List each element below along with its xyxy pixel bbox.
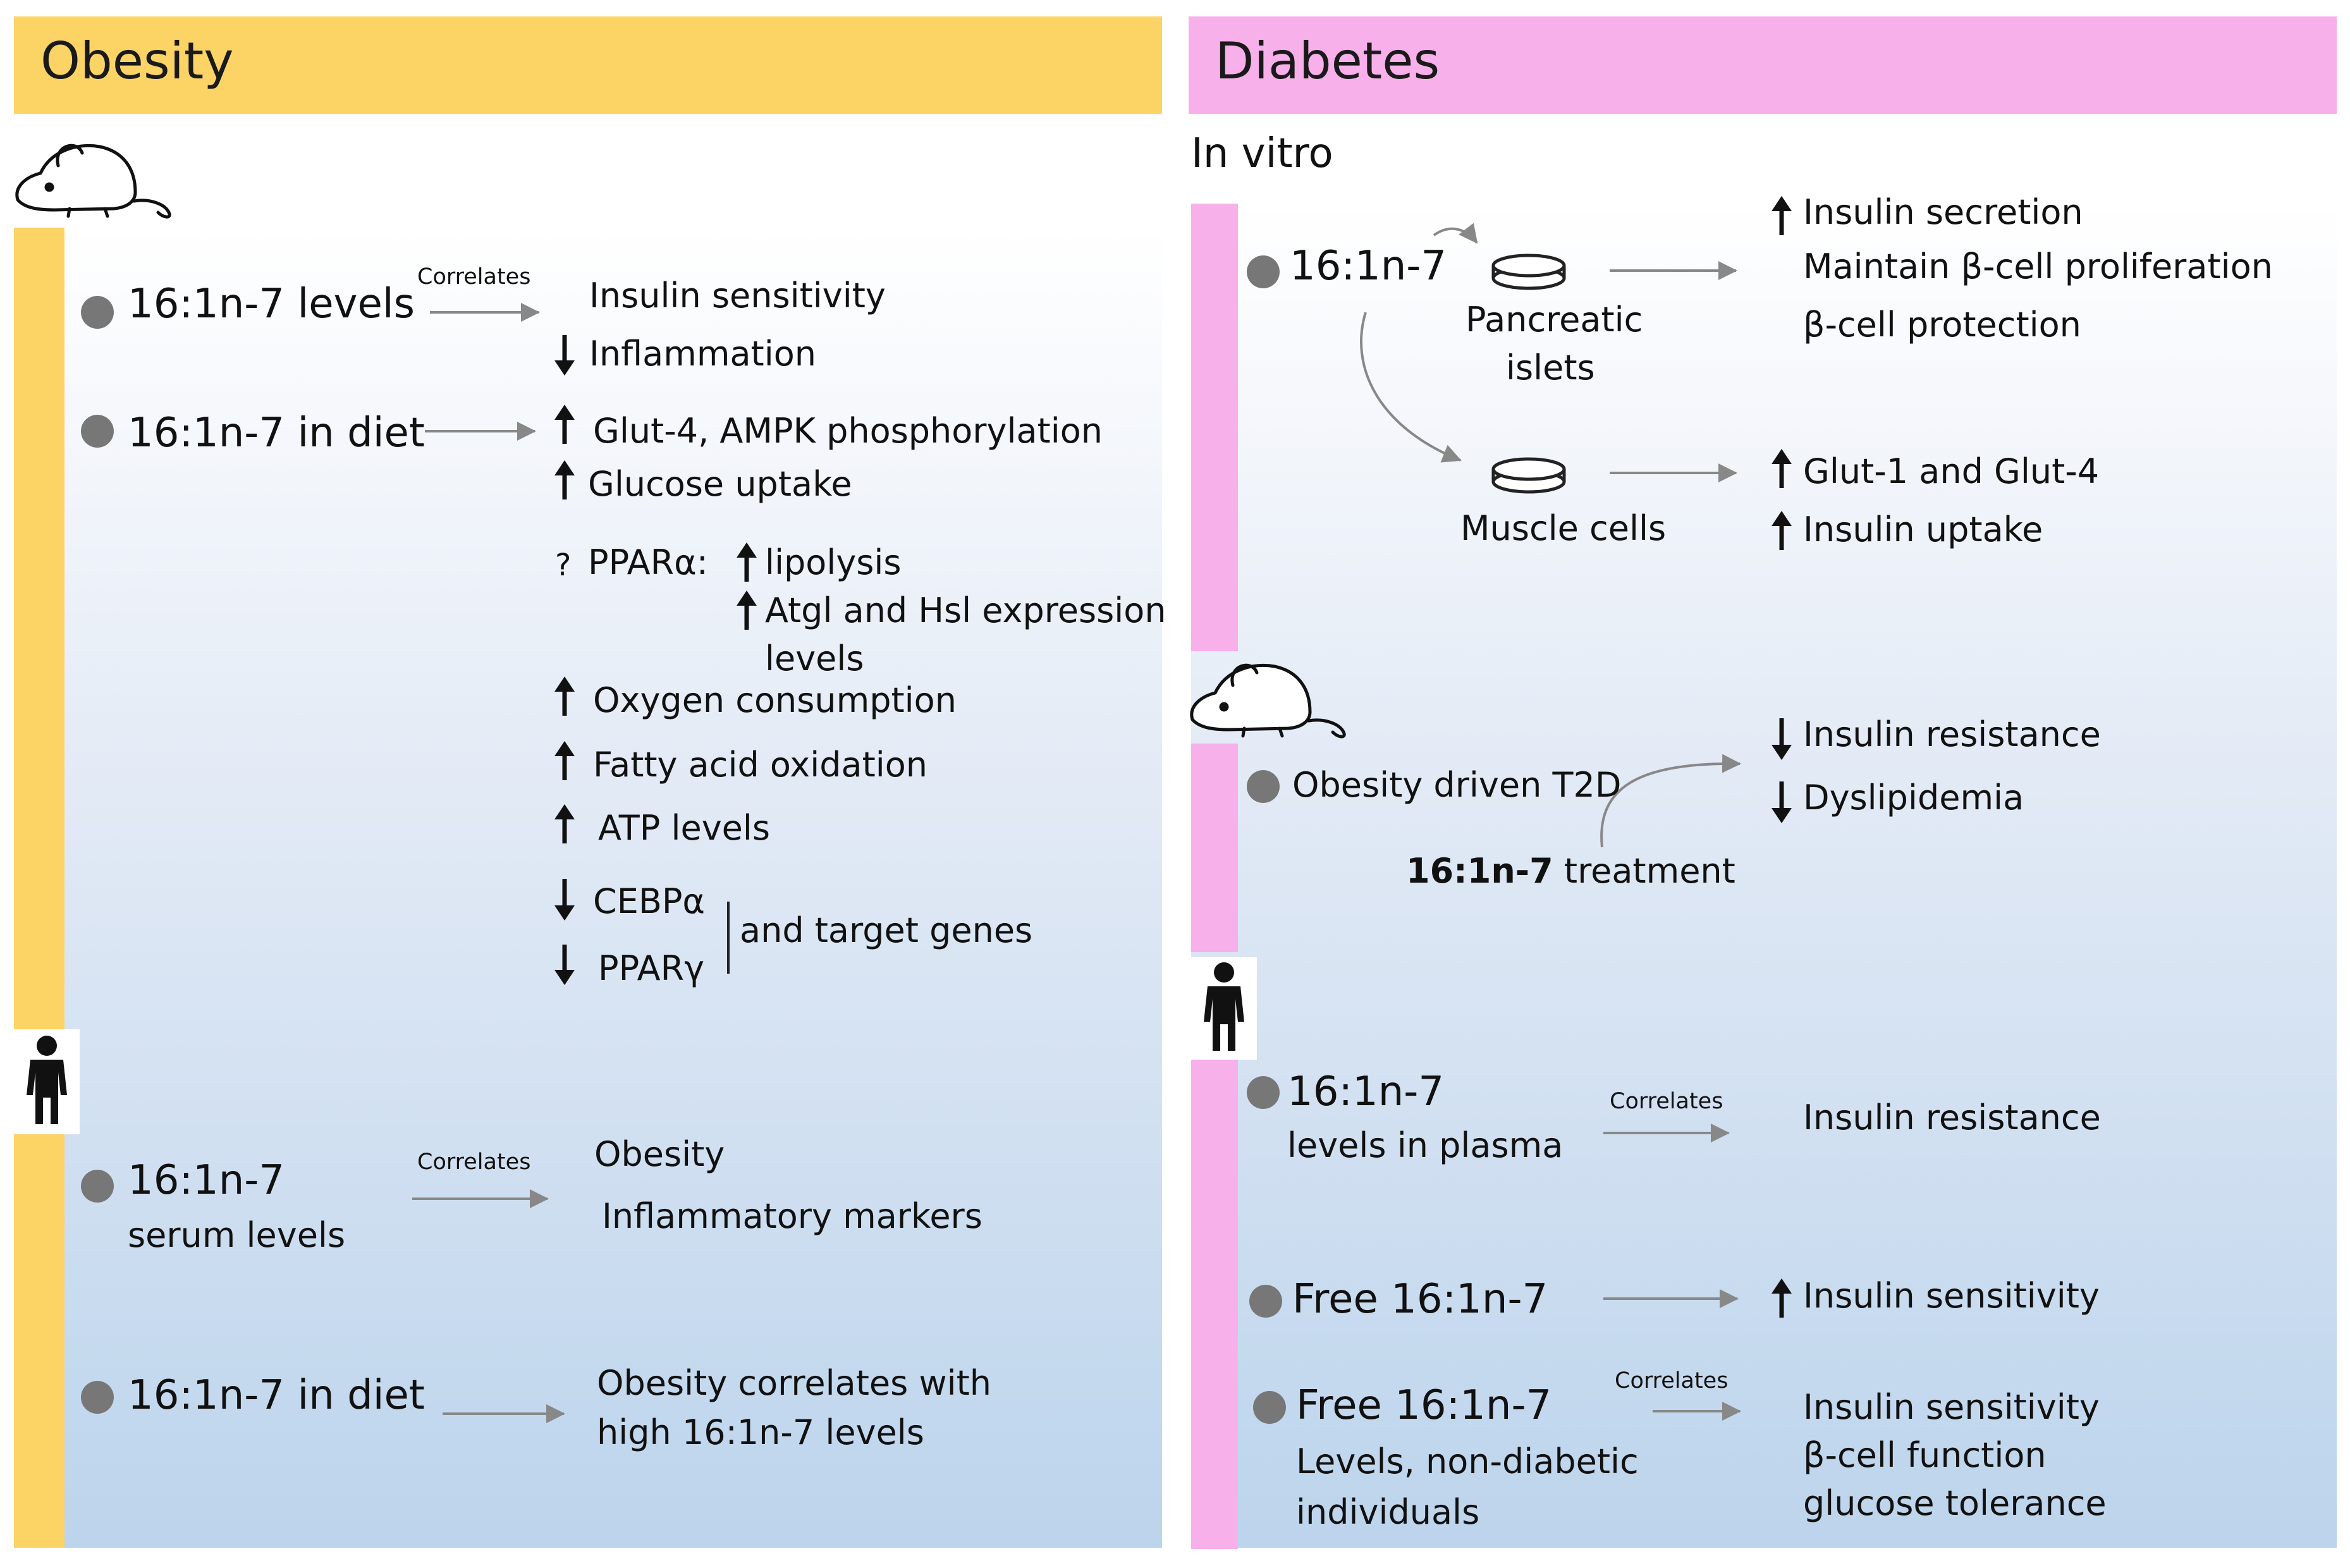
obesity-human-row1-sublabel: serum levels (128, 1215, 346, 1255)
muscle-cells-label: Muscle cells (1460, 508, 1667, 548)
effect-cebp-alpha: CEBPα (593, 881, 706, 921)
arrow-up-icon (1772, 1278, 1792, 1318)
diabetes-header: Diabetes (1189, 16, 2337, 114)
effect-insulin-uptake: Insulin uptake (1803, 510, 2043, 549)
diabetes-invitro-bar (1191, 204, 1238, 651)
arrow-up-icon (554, 677, 575, 716)
obesity-human-row2-label: 16:1n-7 in diet (128, 1372, 425, 1419)
effect-inflammatory-markers: Inflammatory markers (602, 1196, 982, 1236)
arrow-up-icon (554, 460, 575, 499)
obesity-mouse-bar (14, 228, 64, 1029)
effect-obesity-correlates: Obesity correlates with (597, 1363, 992, 1403)
diabetes-human-row3-sublabel1: Levels, non-diabetic (1296, 1442, 1639, 1481)
diabetes-human-row1-label: 16:1n-7 (1287, 1069, 1445, 1115)
effect-high-levels: high 16:1n-7 levels (597, 1412, 924, 1452)
correlates-label: Correlates (1610, 1089, 1723, 1114)
effect-beta-cell-protection: β-cell protection (1803, 305, 2081, 345)
effect-ppar-gamma: PPARγ (598, 948, 705, 988)
diabetes-human-row3-label: Free 16:1n-7 (1296, 1382, 1552, 1429)
effect-row3-insulin-sensitivity: Insulin sensitivity (1803, 1387, 2100, 1427)
effect-atgl-hsl-levels: levels (765, 639, 864, 678)
treatment-label: 16:1n-7 treatment (1406, 851, 1735, 891)
effect-insulin-sensitivity: Insulin sensitivity (589, 276, 886, 315)
effect-free-insulin-sensitivity: Insulin sensitivity (1803, 1276, 2100, 1316)
correlates-label: Correlates (1615, 1368, 1729, 1393)
effect-dyslipidemia: Dyslipidemia (1803, 778, 2024, 818)
target-genes-label: and target genes (740, 910, 1033, 950)
bullet-dot (81, 1381, 114, 1414)
person-icon (14, 1029, 80, 1134)
effect-lipolysis: lipolysis (765, 542, 902, 582)
treatment-compound: 16:1n-7 (1406, 851, 1553, 891)
effect-obesity: Obesity (594, 1134, 725, 1174)
effect-glut4-ampk: Glut-4, AMPK phosphorylation (593, 411, 1103, 451)
arrow-up-icon (737, 591, 757, 630)
arrow-down-icon (1772, 781, 1792, 823)
arrow-up-icon (737, 542, 757, 582)
in-vitro-label: In vitro (1191, 130, 1333, 177)
petri-dish-icon (1491, 457, 1566, 494)
diabetes-human-row1-sublabel: levels in plasma (1287, 1125, 1564, 1165)
effect-plasma-insulin-resistance: Insulin resistance (1803, 1098, 2101, 1137)
effect-row3-glucose-tolerance: glucose tolerance (1803, 1483, 2107, 1523)
pancreatic-islets-label: Pancreatic (1466, 300, 1643, 340)
obesity-human-row1-label: 16:1n-7 (128, 1157, 285, 1204)
obesity-header: Obesity (14, 16, 1162, 114)
effect-fatty-acid-oxidation: Fatty acid oxidation (593, 745, 928, 785)
diabetes-mouse-bar (1191, 744, 1238, 952)
obesity-panel (14, 228, 1162, 1548)
obesity-mouse-row1-label: 16:1n-7 levels (128, 281, 415, 328)
arrow-up-icon (1772, 511, 1792, 550)
bullet-dot (1249, 1285, 1282, 1318)
ppar-alpha-label: PPARα: (588, 542, 708, 582)
arrow-up-icon (554, 804, 575, 843)
diabetes-human-row3-sublabel2: individuals (1296, 1492, 1480, 1532)
mouse-icon (15, 144, 171, 219)
bullet-dot (1247, 1076, 1280, 1109)
effect-atgl-hsl: Atgl and Hsl expression (765, 591, 1166, 630)
invitro-compound: 16:1n-7 (1290, 243, 1447, 290)
effect-oxygen-consumption: Oxygen consumption (593, 680, 957, 720)
obesity-title: Obesity (40, 32, 234, 90)
arrow-down-icon (1772, 718, 1792, 760)
effect-atp-levels: ATP levels (598, 808, 771, 848)
obesity-mouse-row2-label: 16:1n-7 in diet (128, 410, 425, 456)
effect-glucose-uptake: Glucose uptake (588, 464, 852, 504)
diabetes-title: Diabetes (1215, 32, 1440, 90)
bullet-dot (81, 415, 114, 448)
effect-glut1-glut4: Glut-1 and Glut-4 (1803, 451, 2100, 491)
bullet-dot (1247, 255, 1280, 288)
obesity-driven-t2d-label: Obesity driven T2D (1292, 765, 1622, 805)
bullet-dot (81, 296, 114, 329)
treatment-text: treatment (1553, 851, 1735, 891)
effect-beta-cell-proliferation: Maintain β-cell proliferation (1803, 247, 2273, 286)
obesity-human-bar (14, 1134, 64, 1548)
effect-inflammation: Inflammation (589, 334, 816, 374)
effect-insulin-secretion: Insulin secretion (1803, 192, 2083, 232)
person-icon (1191, 957, 1257, 1060)
bullet-dot (1253, 1391, 1286, 1424)
arrow-down-icon (554, 945, 575, 985)
petri-dish-icon (1491, 254, 1566, 290)
pancreatic-islets-label-2: islets (1506, 348, 1595, 388)
arrow-up-icon (554, 405, 575, 444)
diabetes-human-row2-label: Free 16:1n-7 (1292, 1276, 1548, 1323)
arrow-down-icon (554, 335, 575, 376)
diabetes-human-bar (1191, 1060, 1238, 1549)
mouse-icon (1190, 663, 1346, 738)
arrow-up-icon (554, 741, 575, 780)
arrow-up-icon (1772, 449, 1792, 488)
correlates-label: Correlates (417, 264, 531, 290)
effect-insulin-resistance: Insulin resistance (1803, 714, 2101, 754)
correlates-label: Correlates (417, 1149, 531, 1175)
arrow-up-icon (1772, 196, 1792, 235)
arrow-down-icon (554, 879, 575, 921)
bullet-dot (1247, 770, 1280, 803)
effect-row3-beta-cell-function: β-cell function (1803, 1435, 2047, 1475)
bullet-dot (81, 1170, 114, 1203)
diabetes-panel (1191, 202, 2337, 1548)
ppar-question: ? (555, 548, 572, 583)
